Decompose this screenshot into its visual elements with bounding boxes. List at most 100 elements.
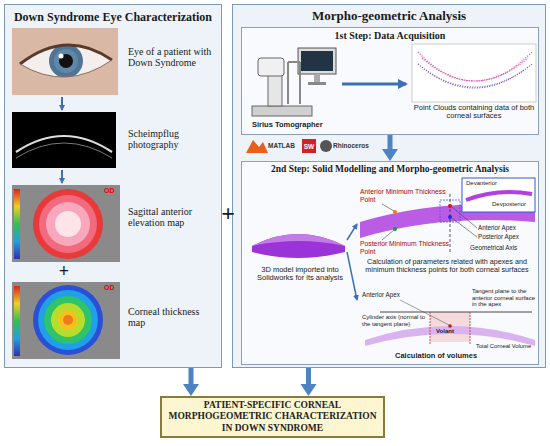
illustration-circle <box>33 285 103 355</box>
illustration-line <box>452 218 477 237</box>
illustration-line <box>400 300 449 325</box>
illustration-rect <box>302 139 316 153</box>
illustration-path <box>20 45 112 77</box>
caption-label: 3D model imported into Solidworks for it… <box>248 266 352 283</box>
illustration-circle <box>33 189 103 259</box>
illustration-path <box>20 45 112 64</box>
illustration-circle <box>39 195 97 253</box>
illustration-path <box>418 64 532 88</box>
illustration-path <box>252 234 345 258</box>
node-title: Morpho-geometric Analysis <box>233 5 545 24</box>
caption-label: Cylinder axis (normal to the tangent pla… <box>362 314 426 327</box>
caption-label: Total Corneal Volume <box>476 343 538 349</box>
illustration-rect <box>430 312 470 342</box>
illustration-circle <box>448 215 452 219</box>
arrow-line <box>306 368 311 386</box>
illustration-path <box>16 143 112 158</box>
caption-label: Anterior Minimum Thickness Point <box>360 188 455 203</box>
illustration-line <box>347 252 357 300</box>
caption-label: Anterior Apex <box>362 291 442 298</box>
illustration-path <box>422 58 528 81</box>
result-box: PATIENT-SPECIFIC CORNEAL MORPHOGEOMETRIC… <box>160 396 385 438</box>
illustration-circle <box>38 290 98 350</box>
illustration-circle <box>58 310 78 330</box>
node-title: PATIENT-SPECIFIC CORNEAL MORPHOGEOMETRIC… <box>168 400 377 434</box>
illustration-circle <box>448 324 452 328</box>
illustration-path <box>252 234 345 246</box>
plus-sign: + <box>52 261 76 281</box>
illustration-rect <box>440 200 460 222</box>
caption-label: Calculation of parameters related with a… <box>358 258 536 274</box>
flow-arrow <box>382 135 398 161</box>
flow-arrow <box>183 368 199 396</box>
caption-label: Rhinoceros <box>333 142 373 149</box>
arrow-line <box>189 368 194 386</box>
arrow-head <box>382 149 398 161</box>
caption-label: Calculation of volumes <box>395 352 505 360</box>
illustration-path <box>246 140 268 153</box>
illustration-rect <box>258 58 284 76</box>
illustration-path <box>365 326 535 346</box>
illustration-rect <box>14 189 20 259</box>
illustration-rect <box>12 112 116 168</box>
illustration-circle <box>46 202 90 246</box>
illustration-line <box>382 204 394 211</box>
arrow-line <box>388 135 393 151</box>
node-title: 2nd Step: Solid Modelling and Morpho-geo… <box>242 162 538 174</box>
illustration-rect <box>268 72 282 106</box>
illustration-rect <box>462 178 535 212</box>
illustration-rect <box>301 51 333 71</box>
caption-label: OD <box>104 187 120 195</box>
caption-label: Point Clouds containing data of both cor… <box>412 104 536 121</box>
illustration-circle <box>320 140 332 152</box>
caption-label: OD <box>104 284 120 292</box>
caption-label: Posterior Apex <box>478 233 536 240</box>
illustration-line <box>450 194 451 252</box>
illustration-line <box>452 207 477 228</box>
illustration-rect <box>252 106 312 116</box>
plus-sign: + <box>219 200 237 227</box>
illustration-circle <box>393 227 397 231</box>
caption-label: Devanterior <box>466 180 526 187</box>
illustration-rect <box>12 282 120 359</box>
illustration-circle <box>44 296 92 344</box>
illustration-rect <box>12 28 118 95</box>
caption-label: Sirius Tomographer <box>252 121 342 129</box>
illustration-rect <box>12 185 120 262</box>
illustration-circle <box>54 49 78 73</box>
caption-label: Volant <box>436 328 470 335</box>
illustration-line <box>61 170 63 183</box>
illustration-rect <box>308 82 326 85</box>
illustration-circle <box>49 44 83 78</box>
illustration-line <box>470 312 471 345</box>
node-title: Down Syndrome Eye Characterization <box>5 5 221 25</box>
illustration-line <box>61 97 63 110</box>
illustration-path <box>418 52 532 81</box>
illustration-rect <box>314 74 320 82</box>
illustration-line <box>430 312 431 345</box>
illustration-line <box>382 230 394 240</box>
illustration-path <box>16 136 112 152</box>
illustration-path <box>20 60 112 77</box>
illustration-circle <box>448 204 452 208</box>
caption-label: Eye of a patient with Down Syndrome <box>128 46 218 68</box>
illustration-rect <box>14 286 20 356</box>
illustration-circle <box>63 315 73 325</box>
caption-label: Devposterior <box>492 201 536 208</box>
illustration-path <box>466 192 532 200</box>
illustration-circle <box>51 303 85 337</box>
illustration-line <box>342 83 406 86</box>
illustration-line <box>347 224 357 240</box>
caption-label: Scheimpflug photography <box>128 128 218 150</box>
flow-arrow <box>301 368 317 396</box>
caption-label: MATLAB <box>268 142 300 149</box>
illustration-path <box>426 70 524 87</box>
caption-label: SW <box>302 143 316 150</box>
caption-label: Sagittal anterior elevation map <box>128 206 218 228</box>
caption-label: Anterior Apex <box>478 224 536 231</box>
node-title: 1st Step: Data Acquisition <box>242 28 538 41</box>
illustration-path <box>288 62 300 104</box>
illustration-path <box>360 204 535 238</box>
illustration-circle <box>55 211 81 237</box>
illustration-circle <box>59 54 73 68</box>
